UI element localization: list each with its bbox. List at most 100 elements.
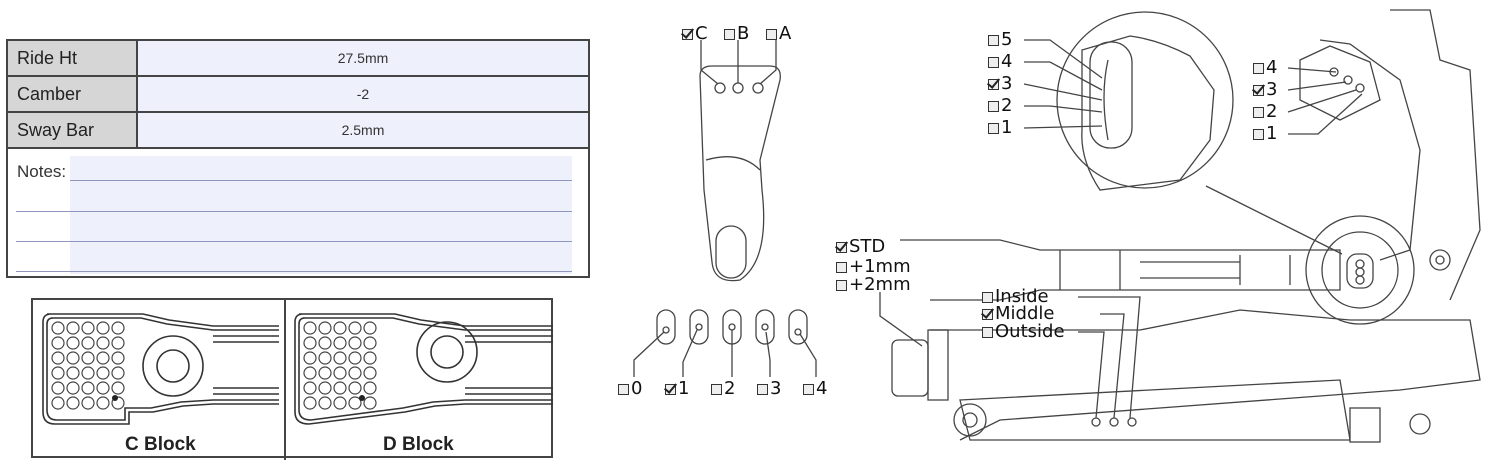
- tower-1-checkbox[interactable]: 1: [988, 118, 1012, 138]
- block-hole: [303, 396, 317, 410]
- hub-plus1-checkbox[interactable]: +1mm: [836, 257, 911, 277]
- arm-middle-checkbox[interactable]: Middle: [982, 304, 1054, 324]
- checkbox-icon: [988, 123, 999, 134]
- camber-field[interactable]: -2: [138, 77, 588, 111]
- checkbox-icon: [665, 384, 676, 395]
- block-hole: [51, 366, 65, 380]
- rocker-4-checkbox[interactable]: 4: [1253, 58, 1277, 78]
- row-label: Sway Bar: [8, 113, 138, 147]
- checkbox-icon: [1253, 107, 1264, 118]
- block-hole: [81, 366, 95, 380]
- arm-inside-checkbox[interactable]: Inside: [982, 287, 1049, 307]
- block-hole: [111, 366, 125, 380]
- block-hole: [363, 336, 377, 350]
- block-hole: [51, 381, 65, 395]
- checkbox-icon: [803, 384, 814, 395]
- checkbox-icon: [724, 29, 735, 40]
- checkbox-icon: [836, 280, 847, 291]
- block-hole: [348, 381, 362, 395]
- block-hole: [363, 396, 377, 410]
- option-label: STD: [849, 236, 886, 257]
- block-hole: [303, 381, 317, 395]
- slot-4-checkbox[interactable]: 4: [803, 379, 827, 399]
- option-label: +2mm: [849, 274, 911, 295]
- rocker-1-checkbox[interactable]: 1: [1253, 124, 1277, 144]
- checkbox-icon: [682, 29, 693, 40]
- block-hole: [318, 336, 332, 350]
- block-hole: [81, 381, 95, 395]
- camber-b-checkbox[interactable]: B: [724, 24, 749, 44]
- arm-outside-checkbox[interactable]: Outside: [982, 322, 1065, 342]
- camber-c-checkbox[interactable]: C: [682, 24, 708, 44]
- tower-3-checkbox[interactable]: 3: [988, 74, 1012, 94]
- block-hole: [363, 366, 377, 380]
- block-hole: [81, 336, 95, 350]
- option-label: Middle: [995, 303, 1055, 324]
- checkbox-icon: [757, 384, 768, 395]
- notes-line: [16, 271, 572, 272]
- slot-2-checkbox[interactable]: 2: [711, 379, 735, 399]
- setup-row-camber: Camber -2: [8, 77, 588, 113]
- notes-field[interactable]: [70, 156, 572, 274]
- notes-line: [70, 180, 572, 181]
- block-hole: [318, 366, 332, 380]
- checkbox-icon: [836, 242, 847, 253]
- block-hole: [363, 381, 377, 395]
- checkbox-icon: [982, 309, 993, 320]
- block-hole: [96, 381, 110, 395]
- block-hole: [51, 396, 65, 410]
- setup-table: Ride Ht 27.5mm Camber -2 Sway Bar 2.5mm …: [6, 39, 590, 278]
- hub-std-checkbox[interactable]: STD: [836, 237, 885, 257]
- block-hole: [96, 336, 110, 350]
- block-hole: [318, 396, 332, 410]
- option-label: 4: [816, 378, 828, 399]
- block-hole: [318, 381, 332, 395]
- sway-bar-field[interactable]: 2.5mm: [138, 113, 588, 147]
- block-hole: [96, 366, 110, 380]
- tower-4-checkbox[interactable]: 4: [988, 52, 1012, 72]
- rocker-3-checkbox[interactable]: 3: [1253, 80, 1277, 100]
- block-hole: [348, 321, 362, 335]
- block-hole: [333, 336, 347, 350]
- block-hole: [333, 321, 347, 335]
- slot-0-checkbox[interactable]: 0: [618, 379, 642, 399]
- slot-3-checkbox[interactable]: 3: [757, 379, 781, 399]
- block-hole: [51, 321, 65, 335]
- option-label: 1: [1001, 117, 1013, 138]
- option-label: 3: [1001, 73, 1013, 94]
- block-hole: [303, 321, 317, 335]
- option-label: 2: [1266, 101, 1278, 122]
- checkbox-icon: [988, 101, 999, 112]
- option-label: Outside: [995, 321, 1065, 342]
- slot-1-checkbox[interactable]: 1: [665, 379, 689, 399]
- block-hole: [303, 336, 317, 350]
- checkbox-icon: [711, 384, 722, 395]
- block-hole: [333, 366, 347, 380]
- block-hole: [66, 351, 80, 365]
- block-hole: [333, 381, 347, 395]
- tower-2-checkbox[interactable]: 2: [988, 96, 1012, 116]
- block-hole: [96, 396, 110, 410]
- option-label: 1: [678, 378, 690, 399]
- block-hole: [66, 366, 80, 380]
- checkbox-icon: [982, 327, 993, 338]
- option-label: 2: [1001, 95, 1013, 116]
- block-hole: [348, 351, 362, 365]
- rocker-2-checkbox[interactable]: 2: [1253, 102, 1277, 122]
- block-hole: [66, 321, 80, 335]
- hub-plus2-checkbox[interactable]: +2mm: [836, 275, 911, 295]
- checkbox-icon: [988, 35, 999, 46]
- block-panel: C Block D Block: [31, 298, 553, 460]
- row-label: Ride Ht: [8, 41, 138, 75]
- setup-row-sway-bar: Sway Bar 2.5mm: [8, 113, 588, 149]
- block-hole: [81, 396, 95, 410]
- camber-a-checkbox[interactable]: A: [766, 24, 791, 44]
- option-label: C: [695, 23, 708, 44]
- block-hole: [111, 381, 125, 395]
- option-label: 2: [724, 378, 736, 399]
- checkbox-icon: [982, 292, 993, 303]
- ride-height-field[interactable]: 27.5mm: [138, 41, 588, 75]
- block-hole: [303, 351, 317, 365]
- tower-5-checkbox[interactable]: 5: [988, 30, 1012, 50]
- block-hole: [51, 351, 65, 365]
